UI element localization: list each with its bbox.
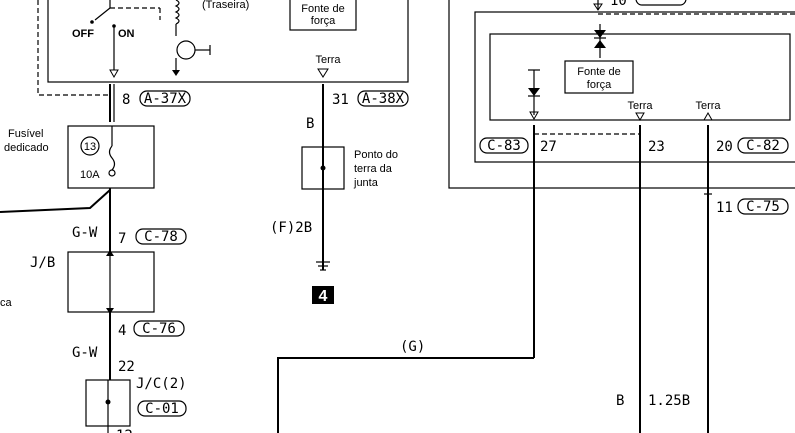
ground-arrow-right-2 xyxy=(703,111,713,121)
connector-c82: C-82 xyxy=(746,138,780,154)
connector-c78-pill xyxy=(135,228,187,245)
wire-color-gw-2: G-W xyxy=(72,345,98,361)
connector-c01: C-01 xyxy=(145,401,179,417)
connector-c75-pill xyxy=(737,198,789,215)
fuse-amperage: 10A xyxy=(80,169,100,181)
diode-3-arrow xyxy=(529,111,539,121)
wire-color-b: B xyxy=(306,116,314,132)
right-module-outer-box xyxy=(448,0,795,189)
connector-a37x-pill xyxy=(139,90,191,107)
connector-top-pill xyxy=(635,0,687,6)
joint-connector-label: J/C(2) xyxy=(136,376,187,392)
junction-block-label: J/B xyxy=(30,255,55,271)
wire-color-125b: 1.25B xyxy=(648,393,690,409)
fuse-element xyxy=(108,145,116,171)
left-module-box xyxy=(47,0,409,83)
switch-off-label: OFF xyxy=(72,28,94,40)
wire-color-b-bottom: B xyxy=(616,393,624,409)
cut-label-ca: ca xyxy=(0,297,13,309)
pin-7: 7 xyxy=(118,231,126,247)
ground-label-left: Terra xyxy=(315,54,341,66)
fuse-number: 13 xyxy=(84,141,96,153)
ground-reference-number: 4 xyxy=(319,288,328,305)
pin-23: 23 xyxy=(648,139,665,155)
connector-c01-pill xyxy=(137,400,187,417)
diode-3 xyxy=(528,88,540,96)
connector-c75: C-75 xyxy=(746,199,780,215)
diode-1 xyxy=(594,30,606,38)
fuse-label-1: Fusível xyxy=(8,128,43,140)
pin-10: 10 xyxy=(610,0,627,9)
junction-ground-point-box xyxy=(301,146,345,190)
fuse-label-2: dedicado xyxy=(4,142,49,154)
junction-block-box xyxy=(67,251,155,313)
pin-20: 20 xyxy=(716,139,733,155)
wire-g xyxy=(277,357,534,433)
power-source-label-1: Fonte de xyxy=(301,3,344,15)
fuse-terminal xyxy=(108,169,116,177)
junction-ground-label-3: junta xyxy=(353,177,379,189)
pin-4: 4 xyxy=(118,323,126,339)
connector-a37x: A-37X xyxy=(144,91,187,107)
jb-arrow-top xyxy=(106,250,114,256)
dashed-shield-left xyxy=(37,0,110,96)
switch-blade xyxy=(94,7,111,21)
pin-31: 31 xyxy=(332,92,349,108)
power-source-right-label-1: Fonte de xyxy=(577,66,620,78)
pin-22: 22 xyxy=(118,359,135,375)
power-source-box-right xyxy=(564,60,634,94)
fuse-number-circle xyxy=(80,136,100,156)
wire-10-arrow xyxy=(593,3,603,11)
wire-branch-left xyxy=(0,189,111,213)
connector-c83-pill xyxy=(479,137,529,154)
transistor-ground-arrow xyxy=(172,70,180,76)
connector-a38x: A-38X xyxy=(362,91,405,107)
power-source-box-left xyxy=(289,0,357,31)
transistor-symbol xyxy=(176,40,196,60)
pin-27: 27 xyxy=(540,139,557,155)
jb-arrow-bottom xyxy=(106,308,114,314)
switch-off-contact xyxy=(90,20,94,24)
junction-ground-label-2: terra da xyxy=(354,163,393,175)
ground-label-right-2: Terra xyxy=(695,100,721,112)
rear-label: (Traseira) xyxy=(202,0,249,11)
power-source-right-label-2: força xyxy=(587,79,612,91)
connector-c82-pill xyxy=(737,137,789,154)
pin-11: 11 xyxy=(716,200,733,216)
switch-on-label: ON xyxy=(118,28,135,40)
wire-color-f2b: (F)2B xyxy=(270,220,312,236)
ground-label-right-1: Terra xyxy=(627,100,653,112)
junction-ground-label-1: Ponto do xyxy=(354,149,398,161)
power-source-label-2: força xyxy=(311,15,336,27)
connector-c83: C-83 xyxy=(487,138,521,154)
pin-12: 12 xyxy=(116,428,133,433)
relay-coil xyxy=(174,0,180,25)
wire-color-gw-1: G-W xyxy=(72,225,98,241)
ground-reference-badge xyxy=(312,286,334,304)
wire-color-g: (G) xyxy=(400,339,425,355)
diode-2 xyxy=(594,40,606,48)
switch-output-arrow xyxy=(109,69,119,79)
ground-arrow-right-1 xyxy=(635,112,645,122)
connector-c76-pill xyxy=(133,320,185,337)
ground-arrow-left xyxy=(317,68,329,78)
junction-ground-dot xyxy=(320,165,326,171)
connector-c76: C-76 xyxy=(142,321,176,337)
connector-a38x-pill xyxy=(357,90,409,107)
connector-c78: C-78 xyxy=(144,229,178,245)
pin-8: 8 xyxy=(122,92,130,108)
